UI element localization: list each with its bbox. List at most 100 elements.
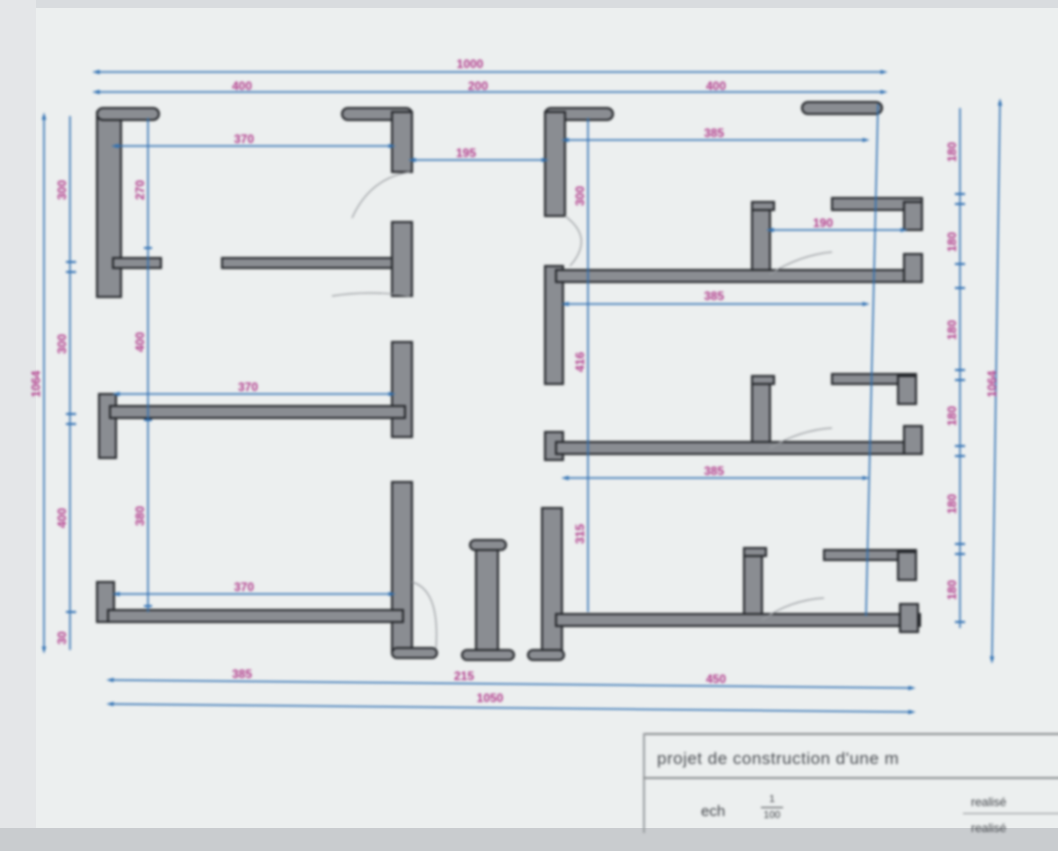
title-block-border-top (643, 733, 1058, 735)
wall-right-inner-3-cap (743, 547, 767, 557)
wall-center-left-1 (391, 111, 413, 173)
wall-bottom-left-cap (391, 647, 438, 659)
door-swing-4 (769, 251, 833, 275)
wall-right-end-1 (903, 253, 923, 283)
title-block-border-left (643, 733, 645, 833)
wall-left-middle (98, 393, 117, 459)
dim-room-b: 385 (704, 126, 724, 140)
wall-room-divider-6 (555, 613, 921, 627)
dim-mid-seg-1: 300 (573, 186, 587, 206)
door-swing-7 (411, 581, 438, 649)
dim-line-right-total (989, 98, 1003, 664)
dim-left-seg-3: 400 (55, 508, 69, 528)
dim-line-right-edge (865, 103, 879, 617)
wall-top-left-stub (96, 107, 160, 121)
info-line-1: realisé (971, 795, 1007, 809)
title-block-divider (643, 777, 1058, 779)
dim-right-seg-1: 180 (945, 142, 959, 162)
dim-left-inner-2: 400 (133, 332, 147, 352)
wall-central-column-cap-top (469, 539, 507, 551)
dim-left-inner-1: 270 (133, 180, 147, 200)
wall-right-stub-3-end (897, 551, 917, 581)
wall-room-divider-4 (555, 269, 921, 283)
door-swing-6 (761, 597, 825, 621)
dim-right-seg-4: 180 (945, 406, 959, 426)
dim-room-f: 385 (704, 464, 724, 478)
dim-top-mid: 200 (468, 79, 488, 93)
wall-center-right-2 (544, 265, 564, 385)
wall-right-end-3 (899, 603, 919, 633)
title-block: projet de construction d'une m ech 1 100… (643, 733, 1058, 835)
dim-bottom-mid: 215 (454, 669, 474, 683)
dim-right-seg-3: 180 (945, 320, 959, 340)
wall-room-divider-3 (107, 609, 404, 623)
wall-right-inner-3 (743, 549, 763, 621)
dim-room-d: 385 (704, 289, 724, 303)
dim-room-e: 370 (238, 380, 258, 394)
dim-left-seg-4: 30 (55, 631, 69, 645)
wall-right-inner-2 (751, 377, 771, 449)
door-swing-1 (351, 171, 411, 219)
dim-mid-seg-3: 315 (573, 524, 587, 544)
bottom-margin (0, 828, 1058, 851)
wall-top-right-end (801, 101, 883, 115)
dimension-labels: 1000 400 200 400 370 195 385 190 385 370… (232, 57, 833, 705)
dim-line-bottom-total (106, 701, 916, 715)
dim-corridor: 195 (456, 146, 476, 160)
dim-left-seg-1: 300 (55, 180, 69, 200)
info-line-2: realisé (971, 821, 1007, 835)
wall-right-inner-1-cap (751, 201, 775, 211)
wall-center-right-1 (544, 111, 566, 217)
wall-right-inner-1 (751, 203, 771, 275)
wall-center-left-3 (391, 341, 413, 438)
wall-room-divider-1 (221, 257, 408, 269)
dim-right-total: 1064 (985, 370, 999, 397)
info-rule (963, 813, 1058, 814)
left-margin (0, 0, 36, 851)
dim-bottom-right: 450 (706, 672, 726, 686)
wall-center-left-4 (391, 481, 413, 653)
dim-bottom-total: 1050 (477, 691, 504, 705)
dimension-ticks (66, 193, 965, 623)
dim-left-inner-3: 380 (133, 506, 147, 526)
wall-center-left-2 (391, 221, 413, 297)
dim-top-left: 400 (232, 79, 252, 93)
scale-numerator: 1 (769, 794, 775, 805)
door-swings (331, 171, 833, 649)
door-swing-3 (564, 215, 582, 267)
dim-top-total: 1000 (457, 57, 484, 71)
wall-central-column (475, 543, 499, 655)
dim-room-a: 370 (234, 132, 254, 146)
walls (96, 101, 923, 661)
dim-left-seg-2: 300 (55, 334, 69, 354)
scale-label: ech (701, 803, 726, 820)
dim-right-seg-5: 180 (945, 494, 959, 514)
wall-right-inner-2-cap (751, 375, 775, 385)
wall-room-divider-5 (555, 441, 921, 455)
wall-center-right-4 (541, 507, 563, 655)
project-title: projet de construction d'une m (657, 749, 900, 768)
dim-mid-seg-2: 416 (573, 352, 587, 372)
fraction-bar (761, 807, 783, 808)
wall-room-divider-2 (109, 405, 406, 419)
dimension-lines (41, 69, 1003, 715)
wall-left-short-1 (112, 257, 162, 269)
wall-right-stub-1-end (903, 201, 923, 231)
dim-line-bottom-row (106, 677, 916, 691)
dim-room-g: 370 (234, 580, 254, 594)
wall-right-end-2 (903, 425, 923, 455)
wall-left-upper (96, 111, 122, 298)
wall-central-column-cap-bottom (461, 649, 515, 661)
wall-right-stub-2-end (897, 375, 917, 405)
door-swing-5 (769, 427, 833, 449)
dim-bottom-left: 385 (232, 667, 252, 681)
dim-right-seg-2: 180 (945, 232, 959, 252)
scale-fraction: 1 100 (761, 793, 783, 822)
door-swing-2 (331, 292, 411, 297)
dim-room-c: 190 (813, 216, 833, 230)
dim-left-total: 1064 (29, 370, 43, 397)
dim-right-seg-6: 180 (945, 580, 959, 600)
wall-bottom-right-cap (527, 649, 565, 661)
dim-top-right: 400 (706, 79, 726, 93)
